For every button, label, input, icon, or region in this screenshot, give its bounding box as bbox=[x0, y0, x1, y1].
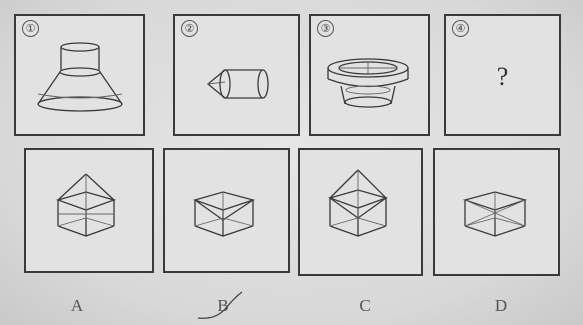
pyramid-on-box-shape-a bbox=[26, 150, 152, 271]
option-label-a: A bbox=[62, 296, 92, 316]
missing-figure-question-mark: ? bbox=[446, 62, 559, 92]
frustum-with-cylinder-shape bbox=[16, 16, 143, 134]
option-figure-b[interactable] bbox=[163, 148, 290, 273]
option-label-d: D bbox=[486, 296, 516, 316]
option-figure-a[interactable] bbox=[24, 148, 154, 273]
plain-box-shape-d bbox=[435, 150, 558, 274]
option-label-c: C bbox=[350, 296, 380, 316]
question-figure-1: ① bbox=[14, 14, 145, 136]
option-figure-d[interactable] bbox=[433, 148, 560, 276]
pyramid-box-with-inner-pyramid-shape-c bbox=[300, 150, 421, 274]
figure-number: ④ bbox=[452, 20, 469, 37]
question-figure-2: ② bbox=[173, 14, 300, 136]
pencil-cylinder-cone-shape bbox=[175, 16, 298, 134]
box-with-inverted-pyramid-shape-b bbox=[165, 150, 288, 271]
question-figure-3: ③ bbox=[309, 14, 430, 136]
handwritten-check-mark bbox=[196, 286, 246, 322]
ring-with-hollow-cylinder-shape bbox=[311, 16, 428, 134]
question-figure-4: ④ ? bbox=[444, 14, 561, 136]
option-figure-c[interactable] bbox=[298, 148, 423, 276]
